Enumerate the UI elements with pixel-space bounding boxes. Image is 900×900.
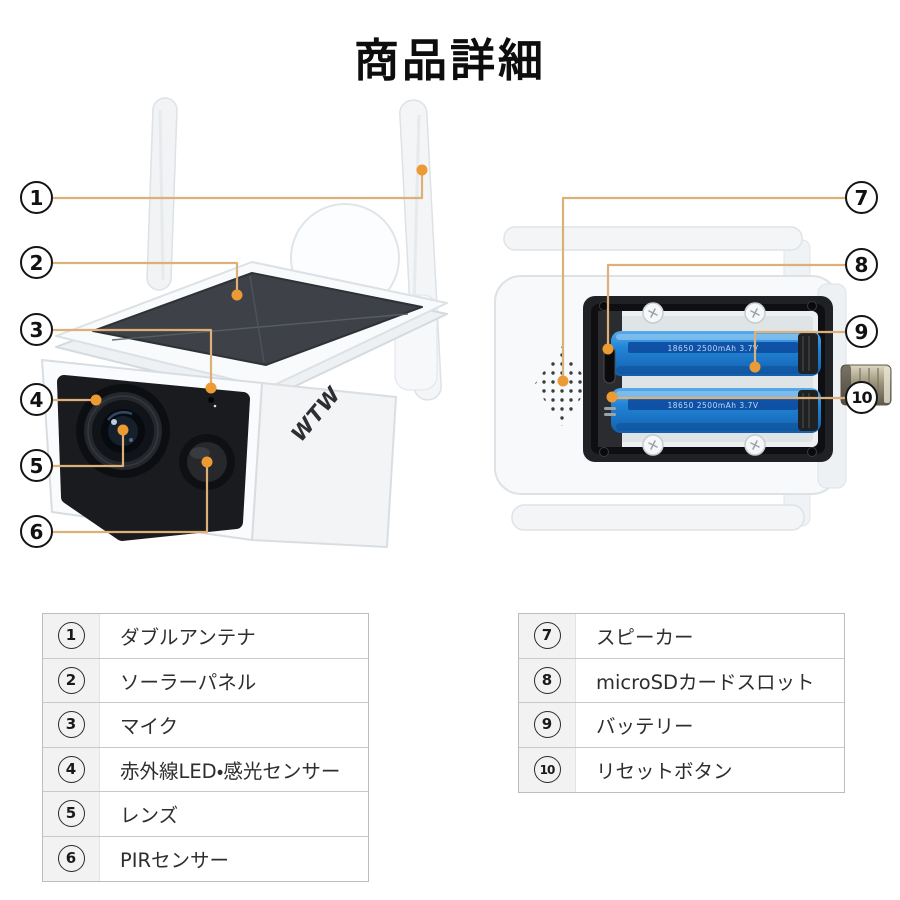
callout-8: 8 <box>845 248 878 281</box>
camera-front-view: WTW <box>41 97 448 548</box>
battery-label: 18650 2500mAh 3.7V <box>668 344 759 353</box>
row-number: 10 <box>533 756 561 784</box>
callout-9: 9 <box>845 315 878 348</box>
callout-2: 2 <box>20 246 53 279</box>
callout-1: 1 <box>20 181 53 214</box>
callout-leader-dots <box>90 164 761 468</box>
table-row: 2 ソーラーパネル <box>43 658 368 703</box>
row-number: 6 <box>57 845 85 873</box>
camera-back-view: 18650 2500mAh 3.7V 18650 2500mAh 3.7V <box>494 226 892 531</box>
mic-hole-icon <box>208 397 217 408</box>
back-antenna-top-icon <box>503 226 811 287</box>
row-label: ソーラーパネル <box>120 670 257 694</box>
table-row: 4 赤外線LED・感光センサー <box>43 747 368 792</box>
battery-label-2: 18650 2500mAh 3.7V <box>668 401 759 410</box>
row-number: 3 <box>57 711 85 739</box>
row-number: 1 <box>57 622 85 650</box>
row-label: マイク <box>120 715 179 739</box>
row-number: 2 <box>57 666 85 694</box>
row-number: 4 <box>57 755 85 783</box>
row-label: PIRセンサー <box>120 849 230 873</box>
table-row: 3 マイク <box>43 703 368 748</box>
callout-3: 3 <box>20 313 53 346</box>
row-number: 9 <box>533 711 561 739</box>
table-row: 7 スピーカー <box>519 614 844 659</box>
table-row: 10 リセットボタン <box>519 747 844 792</box>
row-number: 7 <box>533 622 561 650</box>
battery-compartment <box>583 296 833 462</box>
callout-4: 4 <box>20 383 53 416</box>
antenna-left-icon <box>146 97 178 291</box>
back-antenna-bottom-icon <box>511 481 811 531</box>
parts-table-right: 7 スピーカー 8 microSDカードスロット 9 バッテリー 10 リセット… <box>518 613 845 793</box>
row-label: microSDカードスロット <box>596 670 815 694</box>
table-row: 8 microSDカードスロット <box>519 658 844 703</box>
row-label: ダブルアンテナ <box>120 626 256 650</box>
row-number: 8 <box>533 666 561 694</box>
table-row: 5 レンズ <box>43 792 368 837</box>
callout-10: 10 <box>845 381 878 414</box>
row-label: レンズ <box>120 804 179 828</box>
callout-5: 5 <box>20 449 53 482</box>
callout-6: 6 <box>20 515 53 548</box>
solar-panel <box>55 261 448 400</box>
parts-table-left: 1 ダブルアンテナ 2 ソーラーパネル 3 マイク 4 赤外線LED・感光センサ… <box>42 613 369 882</box>
callout-7: 7 <box>845 181 878 214</box>
table-row: 9 バッテリー <box>519 703 844 748</box>
row-label: スピーカー <box>596 626 694 650</box>
compartment-screws <box>642 302 766 456</box>
table-row: 1 ダブルアンテナ <box>43 614 368 659</box>
row-number: 5 <box>57 800 85 828</box>
page-title: 商品詳細 <box>353 34 546 87</box>
row-label: 赤外線LED・感光センサー <box>120 759 341 783</box>
reset-button-icon <box>604 407 616 416</box>
battery-2: 18650 2500mAh 3.7V <box>611 388 821 433</box>
row-label: リセットボタン <box>596 760 733 784</box>
row-label: バッテリー <box>596 715 694 739</box>
table-row: 6 PIRセンサー <box>43 836 368 881</box>
battery-1: 18650 2500mAh 3.7V <box>611 331 821 376</box>
callout-leader-lines <box>53 172 846 534</box>
